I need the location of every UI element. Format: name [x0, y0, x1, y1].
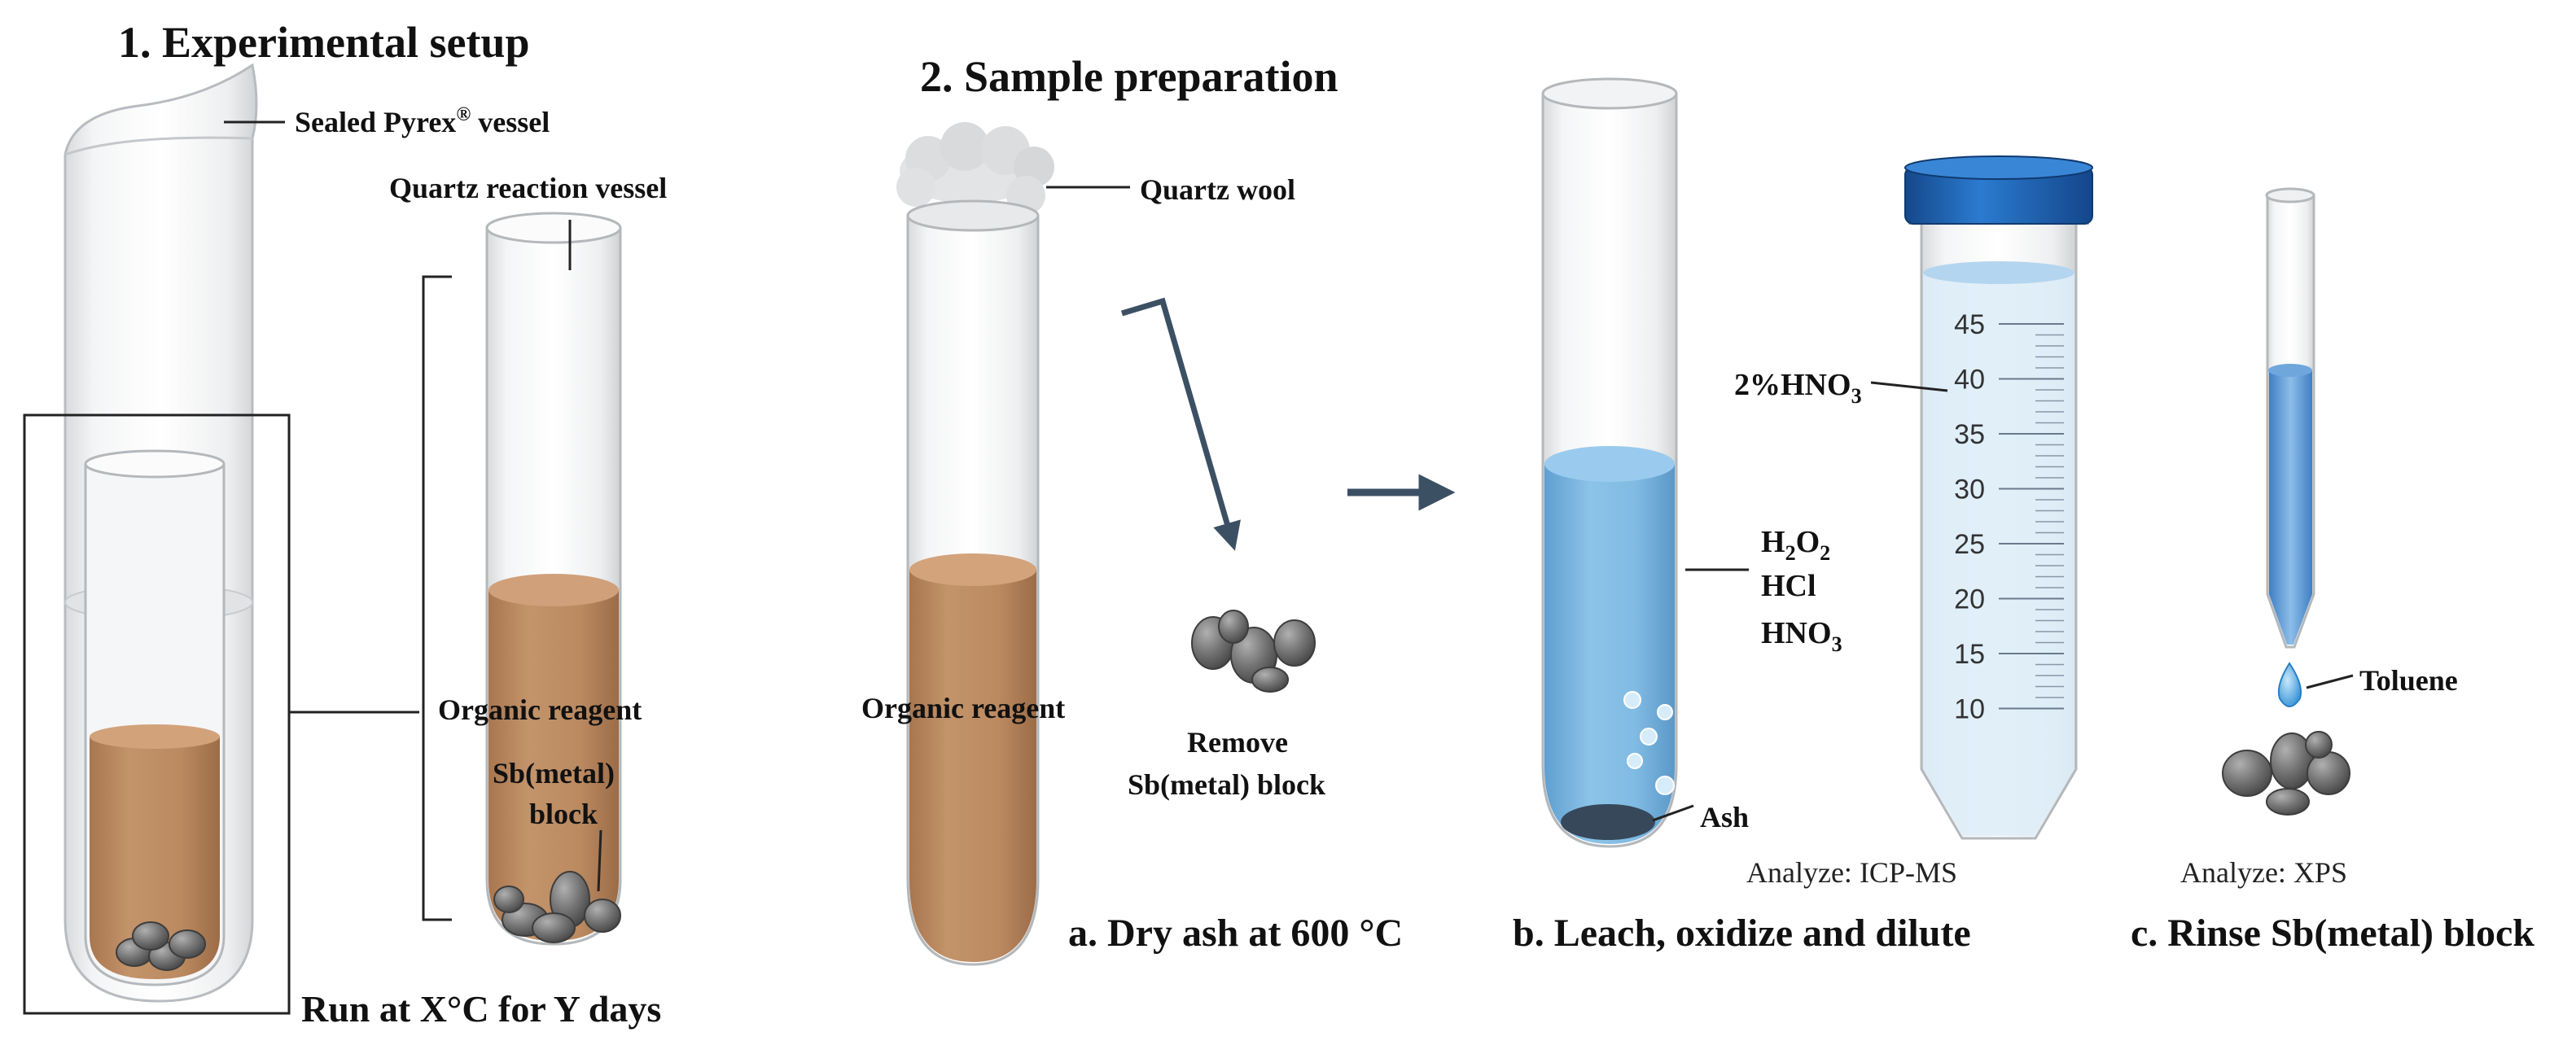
scale-tick-label: 45	[1954, 309, 1985, 340]
step-b-caption: b. Leach, oxidize and dilute	[1513, 912, 1971, 955]
scale-tick-label: 30	[1954, 475, 1985, 505]
scale-tick-label: 35	[1954, 419, 1985, 450]
sb-block-leader	[597, 829, 602, 892]
sb-block-label-line2: block	[529, 798, 598, 830]
quartz-reaction-vessel-label: Quartz reaction vessel	[389, 172, 667, 204]
ash-label: Ash	[1700, 801, 1749, 833]
section-title-preparation: 2. Sample preparation	[920, 52, 1338, 101]
scale-tick-label: 15	[1954, 639, 1985, 670]
analyze-icp-label: Analyze: ICP-MS	[1746, 856, 1957, 889]
hcl-label: HCl	[1761, 569, 1816, 603]
scale-tick-label: 40	[1954, 365, 1985, 396]
organic-reagent-label-2: Organic reagent	[861, 692, 1065, 724]
analyze-xps-label: Analyze: XPS	[2180, 856, 2347, 889]
sb-metal-rocks-vessel	[493, 871, 621, 943]
step-c-caption: c. Rinse Sb(metal) block	[2131, 912, 2534, 955]
hno3-2pct-label: 2%HNO3	[1734, 368, 1862, 408]
remove-label-line2: Sb(metal) block	[1128, 768, 1325, 801]
sb-block-label-line1: Sb(metal)	[493, 757, 615, 789]
ash-leader	[1652, 804, 1694, 822]
removed-sb-rocks	[1191, 610, 1316, 693]
organic-reagent-label-1: Organic reagent	[438, 693, 642, 726]
rinsed-sb-rocks	[2222, 731, 2350, 816]
bubbles	[1623, 691, 1675, 795]
toluene-drop	[2277, 662, 2302, 707]
centrifuge-cap	[1904, 155, 2093, 225]
ashing-test-tube	[906, 199, 1040, 966]
leaching-test-tube	[1541, 77, 1678, 848]
highlight-box	[23, 413, 291, 1015]
scale-tick-label: 25	[1954, 529, 1985, 560]
toluene-label: Toluene	[2359, 664, 2458, 697]
inner-quartz-vessel	[84, 449, 226, 986]
bracket	[422, 275, 452, 921]
volume-scale: 45 40 35 30 25 20 15 10	[1954, 309, 2064, 725]
centrifuge-tube	[1908, 199, 2089, 840]
quartz-wool-label: Quartz wool	[1140, 173, 1295, 206]
hno3-pct-leader	[1870, 381, 1948, 392]
remove-label-line1: Remove	[1187, 726, 1288, 759]
quartz-wool	[896, 122, 1054, 215]
hno3-label: HNO3	[1761, 616, 1842, 656]
step-a-caption: a. Dry ash at 600 °C	[1068, 912, 1403, 955]
toluene-leader	[2306, 674, 2354, 689]
h2o2-label: H2O2	[1761, 525, 1830, 565]
run-conditions-label: Run at X°C for Y days	[301, 988, 661, 1030]
pyrex-label: Sealed Pyrex® vessel	[295, 104, 550, 138]
remove-arrow	[1120, 297, 1241, 551]
scale-tick-label: 20	[1954, 584, 1985, 615]
section-title-setup: 1. Experimental setup	[118, 18, 530, 67]
scale-tick-label: 10	[1954, 694, 1985, 725]
pipette	[2265, 187, 2315, 649]
